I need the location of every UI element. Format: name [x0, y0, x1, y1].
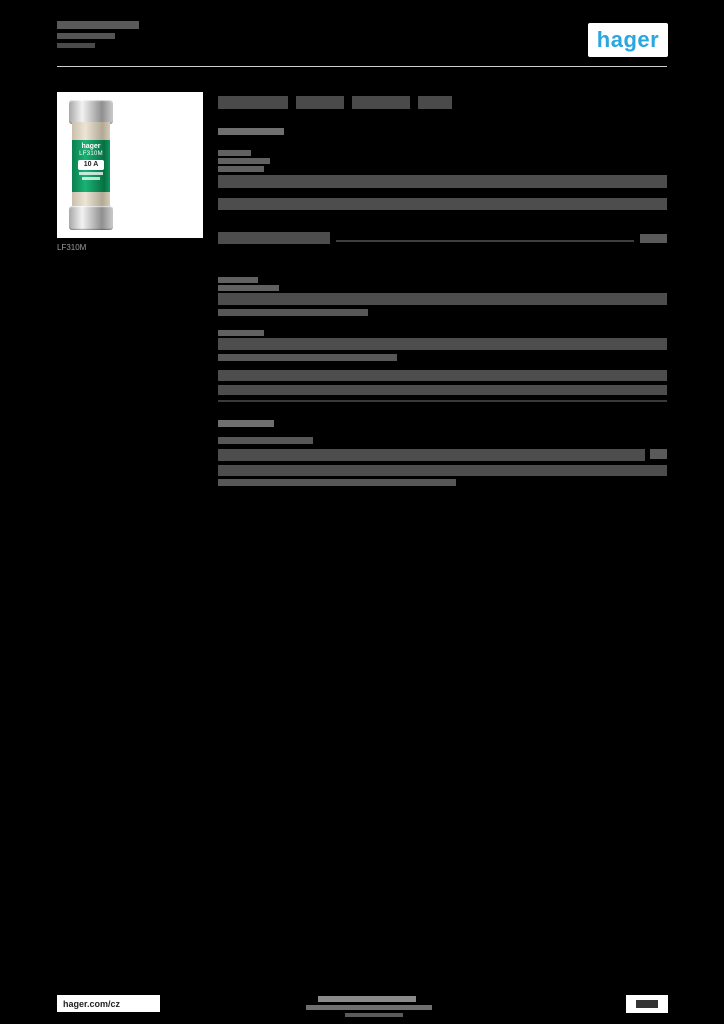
hager-logo: hager [588, 23, 668, 57]
title-segment [418, 96, 452, 109]
paragraph-block [218, 293, 667, 305]
fuse-brand-text: hager [81, 143, 101, 150]
fuse-label-small-text-line [79, 172, 103, 175]
footer-website-text: hager.com/cz [63, 998, 121, 1009]
header-ref-line-1 [57, 21, 139, 29]
fuse-metal-cap-bottom [69, 206, 113, 230]
product-image-frame: hager LF310M 10 A [57, 92, 203, 238]
spec-line [218, 354, 397, 361]
product-image-caption: LF310M [57, 243, 87, 252]
header-divider [57, 66, 667, 67]
fuse-reference-text: LF310M [79, 151, 103, 157]
paragraph-block [218, 175, 667, 188]
footer-center-line [306, 1005, 432, 1010]
fuse-rating-badge: 10 A [78, 160, 104, 170]
footer-center-line [345, 1013, 403, 1017]
spec-line [218, 277, 258, 283]
title-segment [352, 96, 410, 109]
footer-page-badge [626, 995, 668, 1013]
note-line [218, 479, 456, 486]
paragraph-block [218, 449, 645, 461]
section-label [218, 420, 274, 427]
spec-line [218, 285, 279, 291]
spec-line [218, 309, 368, 316]
divider-line [218, 400, 667, 402]
leader-line [336, 240, 634, 242]
section-label [218, 128, 284, 135]
fuse-label: hager LF310M 10 A [72, 140, 110, 192]
footer-center-line [318, 996, 416, 1002]
paragraph-block [218, 385, 667, 395]
spec-line [218, 166, 264, 172]
note-value [650, 449, 667, 459]
title-segment [218, 96, 288, 109]
footer-website-badge[interactable]: hager.com/cz [57, 995, 160, 1012]
row-value [640, 234, 667, 243]
cylindrical-fuse-photo: hager LF310M 10 A [69, 100, 113, 230]
row-label-block [218, 232, 330, 244]
spec-line [218, 330, 264, 336]
note-line [218, 437, 313, 444]
spec-line [218, 150, 251, 156]
fuse-rating-text: 10 A [83, 161, 99, 168]
paragraph-block [218, 370, 667, 381]
fuse-metal-cap-top [69, 100, 113, 124]
paragraph-block [218, 198, 667, 210]
title-segment [296, 96, 344, 109]
fuse-label-small-text-line [82, 177, 100, 180]
paragraph-block [218, 465, 667, 476]
page-number-text-bar [636, 1000, 658, 1008]
spec-line [218, 158, 270, 164]
paragraph-block [218, 338, 667, 350]
header-ref-line-2 [57, 33, 115, 39]
header-ref-line-3 [57, 43, 95, 48]
hager-logo-text: hager [596, 27, 660, 52]
